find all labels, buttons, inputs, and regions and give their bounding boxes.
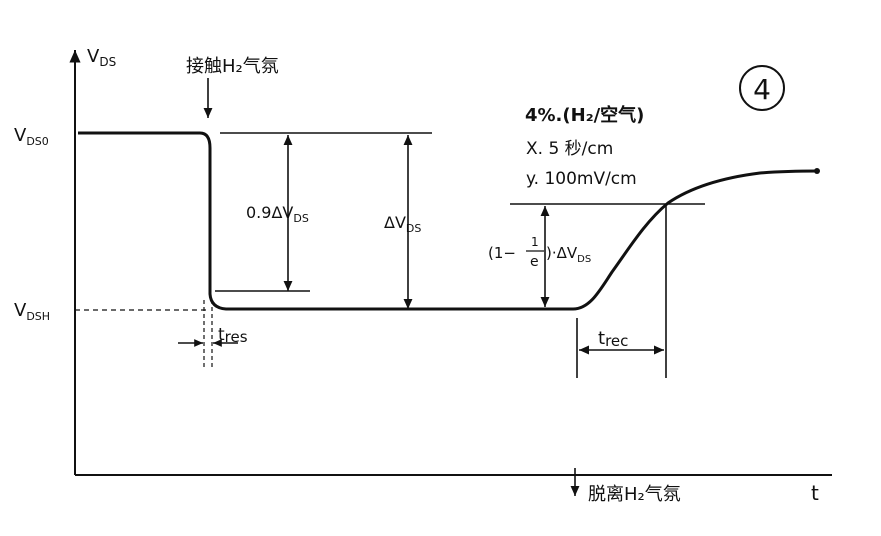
ninety-pct-label: 0.9ΔVDS (246, 203, 309, 225)
figure-number: 4 (753, 73, 771, 106)
figure-number-circle (739, 65, 785, 111)
conditions-line-3: y. 100mV/cm (526, 169, 637, 189)
trec-label: trec (598, 328, 628, 350)
recovery-label-tail: )·ΔVDS (546, 244, 591, 265)
recovery-fraction-num: 1 (531, 235, 539, 249)
full-delta-label: ΔVDS (384, 213, 421, 235)
conditions-line-2: X. 5 秒/cm (526, 139, 613, 159)
conditions-line-1: 4%.(H₂/空气) (525, 104, 644, 126)
high-level-label: VDS0 (14, 125, 49, 148)
recovery-label: (1− (488, 244, 516, 262)
x-axis-label: t (811, 481, 819, 505)
contact-event-label: 接触H₂气氛 (186, 56, 279, 77)
response-curve (78, 131, 819, 311)
low-level-label: VDSH (14, 300, 50, 323)
curve-end-dot (814, 168, 820, 174)
tres-label: tres (218, 325, 248, 346)
y-axis-label: VDS (87, 46, 116, 69)
recovery-fraction-den: e (530, 254, 539, 270)
release-event-label: 脱离H₂气氛 (588, 484, 681, 505)
